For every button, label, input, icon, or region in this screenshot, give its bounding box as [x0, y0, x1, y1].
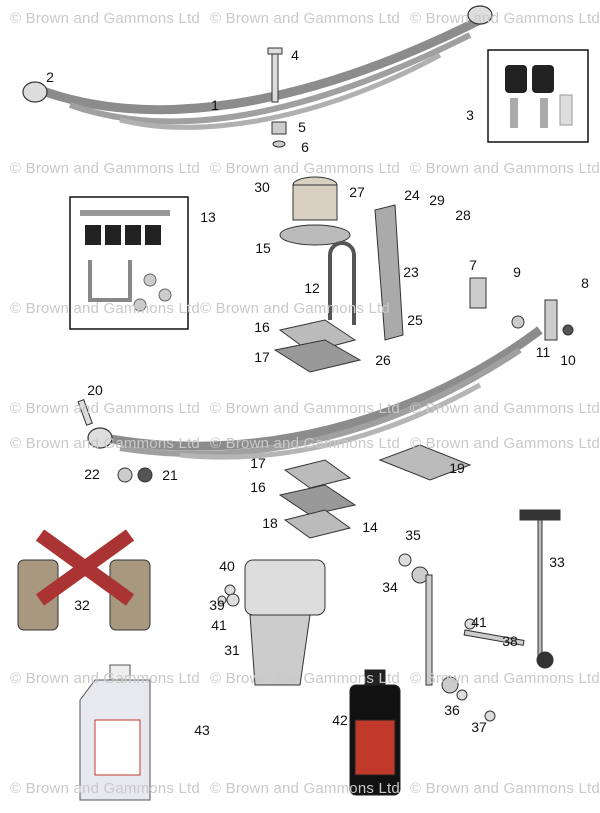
callout-number: 14	[362, 519, 378, 535]
drop-link-38	[411, 566, 525, 694]
callout-number: 41	[471, 614, 487, 630]
callout-number: 1	[211, 97, 219, 113]
callout-number: 22	[84, 466, 100, 482]
callout-number: 8	[581, 275, 589, 291]
callout-number: 17	[250, 455, 266, 471]
callout-number: 19	[449, 460, 465, 476]
callout-number: 5	[298, 119, 306, 135]
callout-number: 7	[469, 257, 477, 273]
oil-bottle-43	[79, 664, 151, 801]
ubolt-kit-contents	[80, 210, 172, 312]
callout-number: 41	[211, 617, 227, 633]
callout-number: 6	[301, 139, 309, 155]
washers	[217, 553, 496, 722]
nuts-21-22	[117, 467, 153, 483]
callout-number: 16	[250, 479, 266, 495]
callout-number: 9	[513, 264, 521, 280]
callout-number: 37	[471, 719, 487, 735]
callout-number: 27	[349, 184, 365, 200]
damper-31	[244, 559, 326, 686]
callout-number: 29	[429, 192, 445, 208]
callout-number: 26	[375, 352, 391, 368]
callout-number: 17	[254, 349, 270, 365]
oil-bottle-42	[349, 669, 401, 796]
callout-number: 3	[466, 107, 474, 123]
callout-number: 4	[291, 47, 299, 63]
callout-number: 33	[549, 554, 565, 570]
callout-number: 20	[87, 382, 103, 398]
bush-kit-contents	[505, 65, 573, 128]
callout-number: 16	[254, 319, 270, 335]
shackle-23	[374, 204, 404, 341]
bolt-4	[267, 47, 283, 103]
callout-number: 39	[209, 597, 225, 613]
callout-number: 34	[382, 579, 398, 595]
callout-number: 10	[560, 352, 576, 368]
u-bolt-12	[328, 241, 356, 325]
bump-stop-30	[279, 176, 351, 246]
callout-number: 40	[219, 558, 235, 574]
callout-number: 18	[262, 515, 278, 531]
callout-number: 31	[224, 642, 240, 658]
bolt-20	[77, 399, 93, 426]
callout-number: 35	[405, 527, 421, 543]
callout-number: 38	[502, 633, 518, 649]
plates-16-17	[273, 319, 362, 373]
callout-number: 13	[200, 209, 216, 225]
callout-number: 23	[403, 264, 419, 280]
callout-number: 42	[332, 712, 348, 728]
callout-number: 28	[455, 207, 471, 223]
callout-number: 32	[74, 597, 90, 613]
callout-number: 2	[46, 69, 54, 85]
shackle-parts-7-8	[469, 277, 574, 341]
callout-number: 24	[404, 187, 420, 203]
callout-number: 21	[162, 467, 178, 483]
callout-number: 30	[254, 179, 270, 195]
drop-link-33	[519, 509, 561, 669]
callout-number: 36	[444, 702, 460, 718]
callout-number: 11	[535, 344, 551, 360]
callout-number: 25	[407, 312, 423, 328]
callout-number: 15	[255, 240, 271, 256]
bush-5	[271, 121, 287, 148]
leaf-spring-lower	[87, 326, 543, 460]
leaf-spring-upper	[22, 5, 493, 130]
callout-number: 43	[194, 722, 210, 738]
damper-32	[17, 529, 151, 631]
callout-number: 12	[304, 280, 320, 296]
plates-lower	[278, 444, 472, 539]
